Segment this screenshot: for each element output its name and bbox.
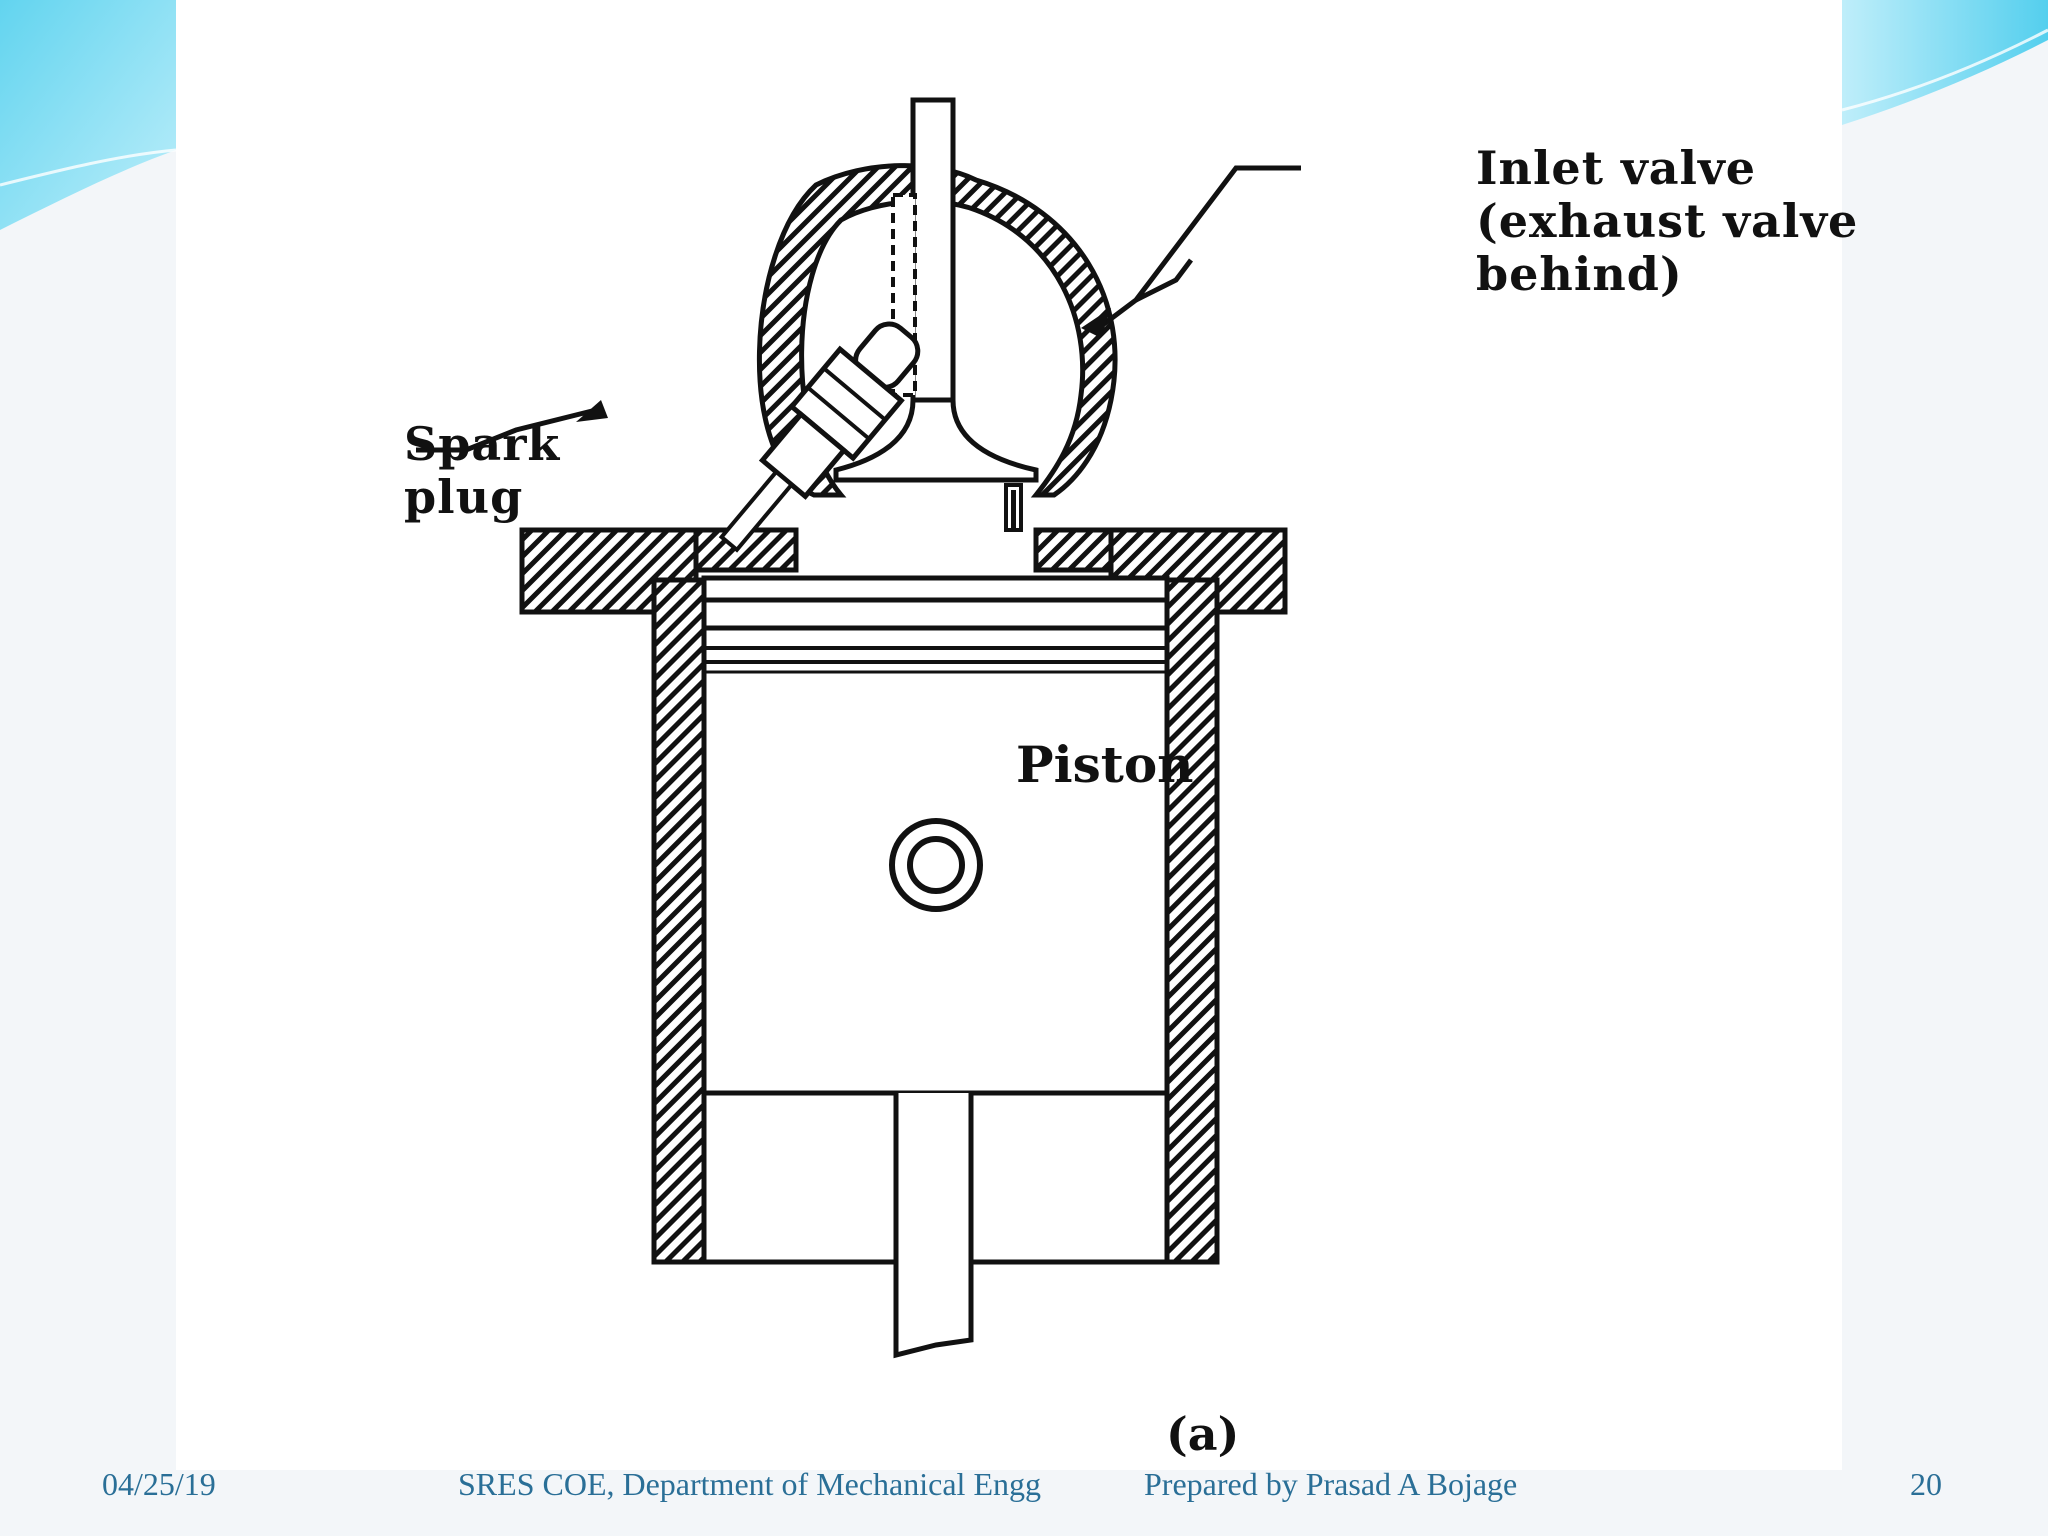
inlet-valve	[833, 97, 1039, 532]
label-inlet-line-3: behind)	[1476, 246, 1683, 301]
label-piston: Piston	[1016, 735, 1194, 794]
footer-prepared-by: Prepared by Prasad A Bojage	[1144, 1466, 1518, 1502]
label-spark-line-2: plug	[404, 469, 524, 524]
piston	[701, 575, 1170, 1096]
footer-date: 04/25/19	[102, 1466, 216, 1502]
top-right-wave	[1842, 0, 2048, 125]
connecting-rod	[893, 1093, 974, 1359]
label-inlet-line-2: (exhaust valve	[1476, 193, 1859, 248]
footer-page-number: 20	[1910, 1466, 1942, 1502]
label-spark-line-1: Spark	[404, 417, 561, 471]
footer-department: SRES COE, Department of Mechanical Engg	[458, 1466, 1041, 1502]
label-inlet-valve: Inlet valve (exhaust valve behind)	[1476, 142, 1858, 301]
top-left-wave	[0, 0, 176, 230]
cylinder-walls	[651, 577, 1220, 1265]
leader-lines	[416, 165, 1301, 453]
label-spark-plug: Spark plug	[404, 418, 560, 524]
gudgeon-pin	[889, 818, 983, 912]
label-inlet-line-1: Inlet valve	[1476, 141, 1756, 195]
spark-plug	[718, 321, 921, 553]
figure-sublabel: (a)	[1166, 1407, 1240, 1461]
engine-diagram	[416, 97, 1301, 1359]
figure-panel: Inlet valve (exhaust valve behind) Spark…	[176, 0, 1857, 1470]
